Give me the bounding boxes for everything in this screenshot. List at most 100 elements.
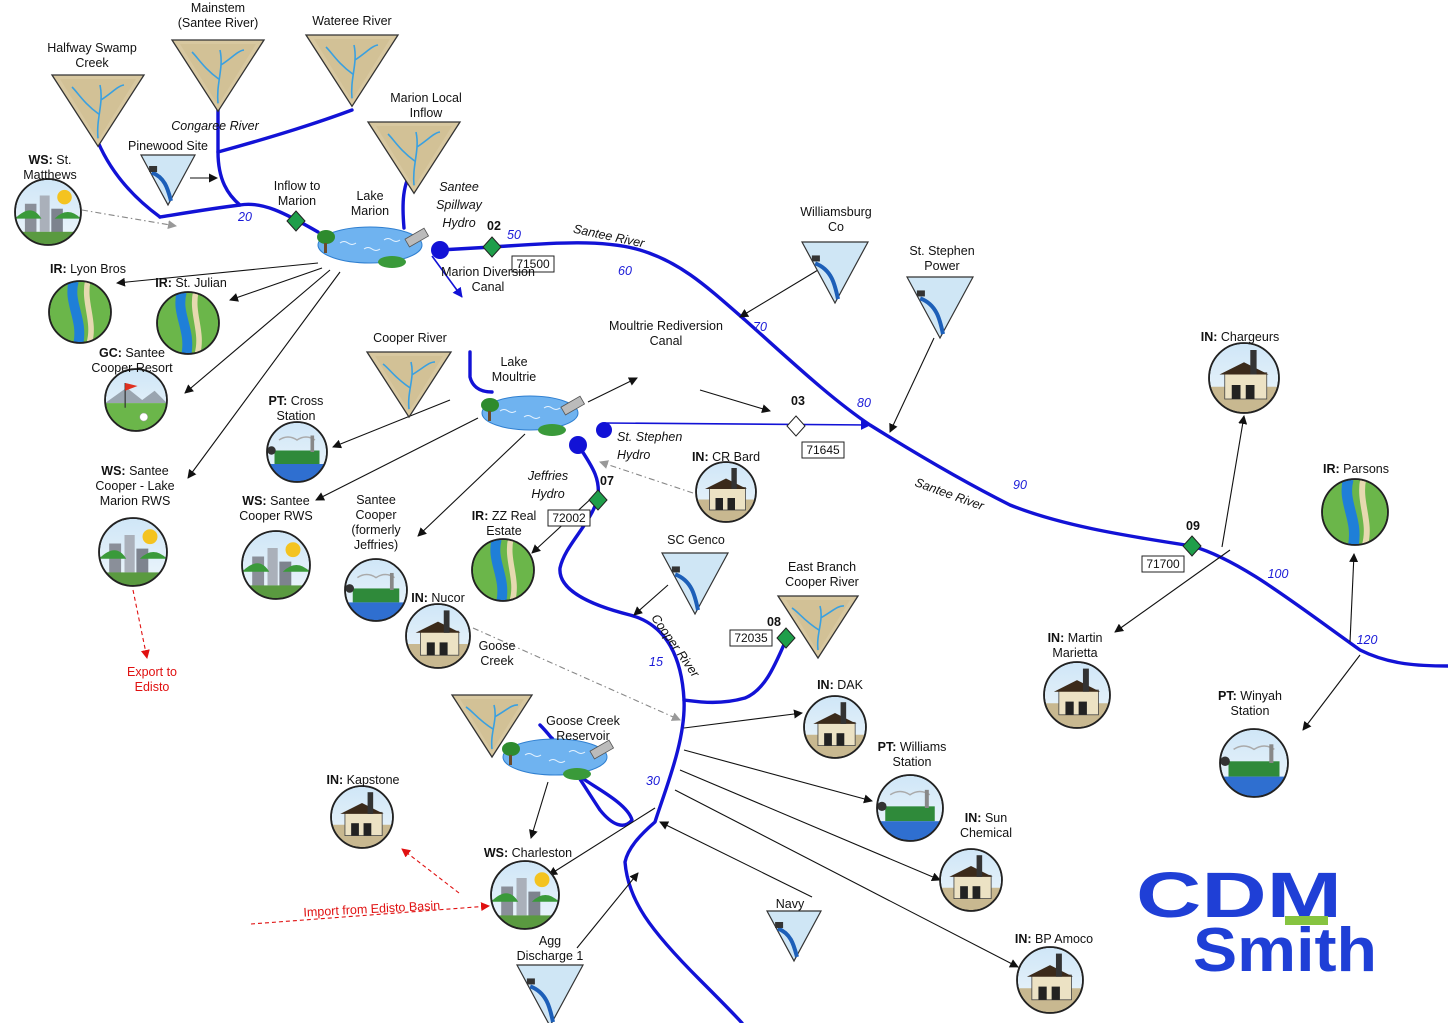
basin-label-wateree: Wateree River: [312, 14, 391, 28]
marion-diversion-link: [468, 350, 494, 394]
user-label-bp-amoco: IN: BP Amoco: [1015, 932, 1093, 946]
santee-river-main: [438, 241, 1448, 668]
gauge-code-g07: 72002: [552, 511, 586, 525]
river-label-cooper: Cooper River: [648, 612, 702, 681]
marion-diversion-arrow: [431, 255, 463, 298]
river-mile-15: 15: [649, 655, 663, 669]
wateree-reach: [216, 108, 354, 154]
user-cr-bard: IN: CR Bard: [692, 450, 760, 523]
discharge-label-sc-genco: SC Genco: [667, 533, 725, 547]
user-dak: IN: DAK: [803, 678, 867, 759]
river-mile-70: 70: [753, 320, 767, 334]
gauge-g08: 08 72035: [729, 615, 796, 649]
user-icon-kapstone: [331, 786, 393, 848]
user-label-charleston: WS: Charleston: [484, 846, 572, 860]
river-mile-120: 120: [1357, 633, 1378, 647]
user-icon-lyon-bros: [49, 281, 111, 343]
river-mile-90: 90: [1013, 478, 1027, 492]
user-icon-st-julian: [157, 292, 219, 354]
user-label-nucor: IN: Nucor: [411, 591, 464, 605]
user-icon-santee-rws: [242, 531, 310, 599]
gauge-node-g03: 03: [791, 394, 805, 408]
user-icon-parsons: [1322, 479, 1388, 545]
river-mile-80: 80: [857, 396, 871, 410]
user-label-st-matthews: WS: St.Matthews: [23, 153, 77, 182]
gauge-node-g02: 02: [487, 219, 501, 233]
user-icon-williams-station: [877, 775, 943, 841]
river-label-santee_lower: Santee River: [913, 475, 986, 513]
st-stephen-link: [603, 419, 871, 430]
gauge-node-g08: 08: [767, 615, 781, 629]
user-label-st-julian: IR: St. Julian: [155, 276, 227, 290]
discharge-navy: Navy: [765, 897, 823, 963]
st-stephen-node: [596, 422, 612, 438]
gauge-g07: 07 72002: [547, 474, 614, 527]
user-bp-amoco: IN: BP Amoco: [1015, 932, 1093, 1014]
user-parsons: IR: Parsons: [1321, 462, 1389, 546]
jeffries-node: [569, 436, 587, 454]
user-st-matthews: WS: St.Matthews: [14, 153, 82, 246]
basin-mainstem: Mainstem(Santee River): [170, 1, 266, 113]
halfway-swamp-reach: [96, 140, 162, 219]
discharge-label-navy: Navy: [776, 897, 805, 911]
basin-cooper-river-in: Cooper River: [365, 331, 453, 419]
logo-line2: Smith: [1193, 916, 1377, 985]
gauge-code-g03: 71645: [806, 443, 840, 457]
user-label-parsons: IR: Parsons: [1323, 462, 1389, 476]
discharge-sc-genco: SC Genco: [660, 533, 730, 616]
santee-spillway-node: [431, 241, 449, 259]
user-nucor: IN: Nucor: [405, 591, 471, 669]
gauge-code-g09: 71700: [1146, 557, 1180, 571]
gauge-node-g07: 07: [600, 474, 614, 488]
canal-links: [431, 255, 871, 430]
gauge-code-g02: 71500: [516, 257, 550, 271]
basin-label-cooper-river-in: Cooper River: [373, 331, 447, 345]
user-lyon-bros: IR: Lyon Bros: [48, 262, 126, 344]
user-icon-dak: [804, 696, 866, 758]
user-charleston: WS: Charleston: [484, 846, 572, 930]
user-label-cr-bard: IN: CR Bard: [692, 450, 760, 464]
gauge-code-g08: 72035: [734, 631, 768, 645]
logo-accent: [1285, 916, 1328, 925]
river-label-congaree: Congaree River: [171, 119, 259, 133]
user-label-lyon-bros: IR: Lyon Bros: [50, 262, 126, 276]
